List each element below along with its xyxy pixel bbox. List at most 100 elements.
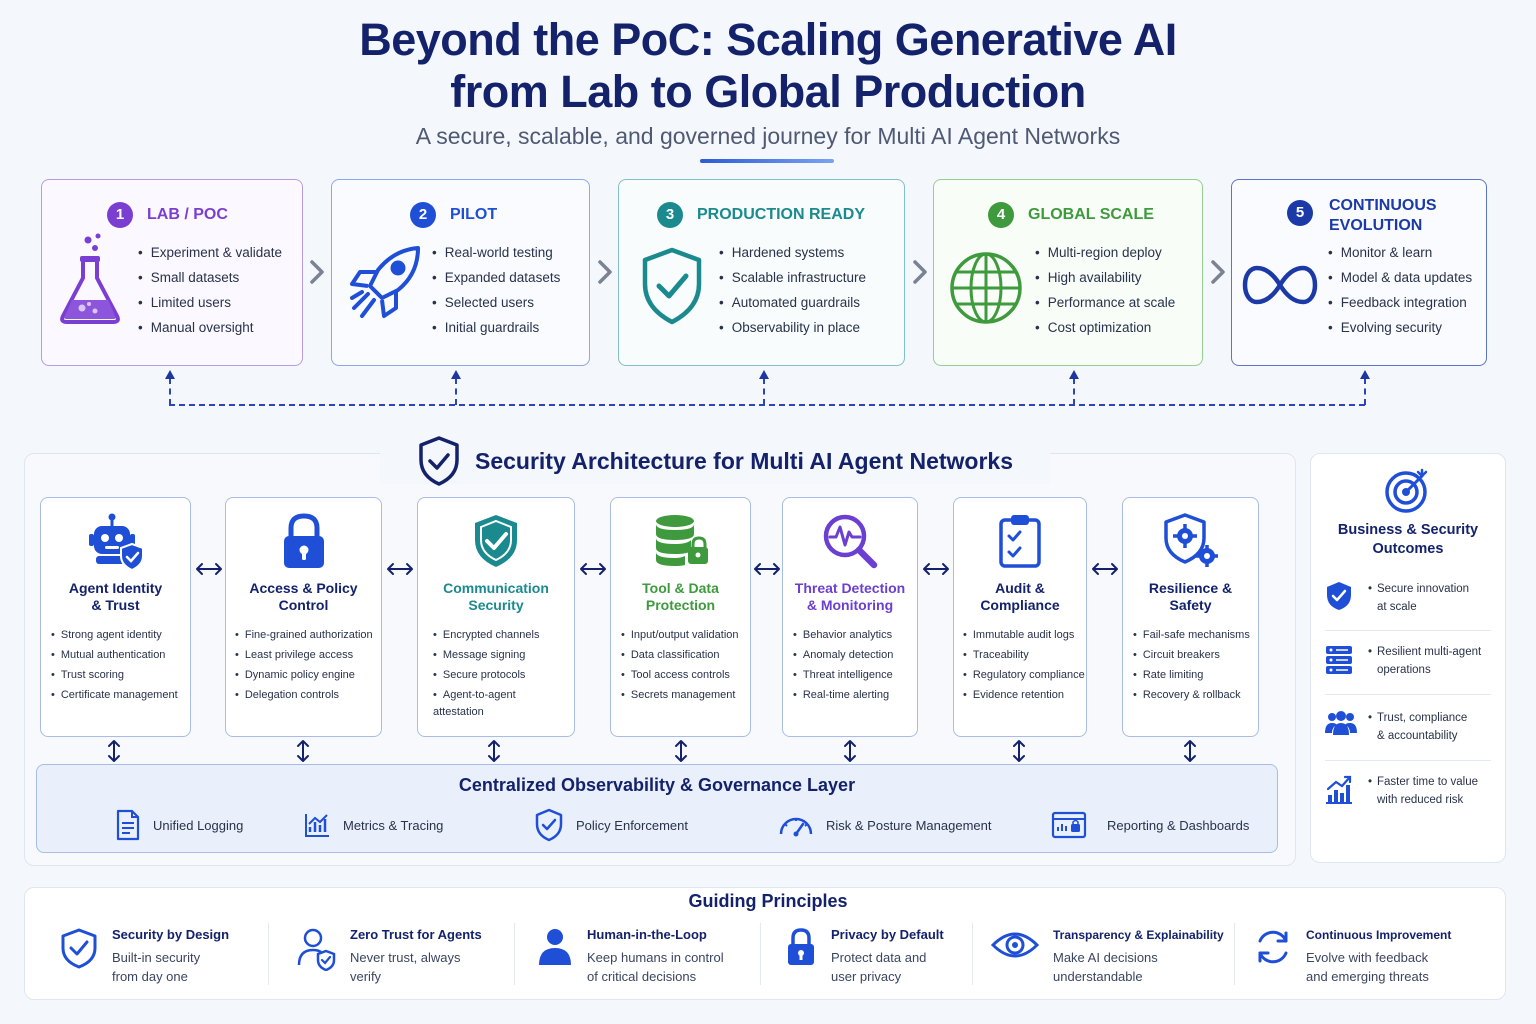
page-title-line2: from Lab to Global Production [450,66,1086,117]
security-architecture-header: Security Architecture for Multi AI Agent… [380,436,1050,486]
vertical-double-arrow-icon [1184,740,1196,762]
principle-description: Protect data and user privacy [831,948,944,986]
principle-privacy-by-default: Privacy by Default Protect data and user… [785,927,944,986]
pillar-audit-compliance: Audit & Compliance Immutable audit logs … [953,497,1087,737]
stage-item: Model & data updates [1328,265,1472,290]
padlock-icon [283,513,324,568]
double-arrow-icon [387,563,413,575]
outcomes-title-line2: Outcomes [1372,541,1444,557]
stage-items: Monitor & learn Model & data updates Fee… [1328,240,1472,340]
chevron-right-icon [598,260,612,284]
dashed-connector [1364,378,1366,405]
stage-item: Multi-region deploy [1035,240,1175,265]
pillar-items: Immutable audit logs Traceability Regula… [963,625,1085,705]
stage-global-scale: 4 GLOBAL SCALE Multi-region deploy High … [933,179,1203,366]
divider [760,923,761,985]
stage-title: GLOBAL SCALE [1028,206,1154,223]
principles-panel [24,887,1506,1000]
pillar-resilience-safety: Resilience & Safety Fail-safe mechanisms… [1122,497,1259,737]
outcome-text: Resilient multi-agent operations [1368,643,1481,679]
principle-description: Built-in security from day one [112,948,229,986]
outcome-line1: Secure innovation [1377,583,1470,595]
pillar-item: Circuit breakers [1133,645,1254,665]
person-icon [539,929,571,965]
principle-title: Human-in-the-Loop [587,927,707,942]
pillar-title-line1: Audit & [995,580,1045,596]
outcomes-title: Business & Security Outcomes [1310,521,1506,559]
stage-title: CONTINUOUS EVOLUTION [1329,196,1437,236]
pillar-item: Message signing [433,645,564,665]
gauge-icon [779,817,813,837]
refresh-icon [1258,930,1288,964]
stage-item: Performance at scale [1035,290,1176,315]
governance-item-label: Unified Logging [153,817,244,833]
pillar-title: Audit & Compliance [958,580,1082,614]
pillar-item: Threat intelligence [793,665,913,685]
principle-title: Continuous Improvement [1306,928,1452,942]
page-title: Beyond the PoC: Scaling Generative AI fr… [0,14,1536,118]
principle-description: Evolve with feedback and emerging threat… [1306,948,1451,986]
pillar-item: Behavior analytics [793,625,913,645]
pillar-item: Recovery & rollback [1133,685,1254,705]
pillar-title-line1: Access & Policy [249,580,358,596]
dashed-connector [455,378,457,405]
governance-item-label: Policy Enforcement [576,817,688,833]
principle-title: Zero Trust for Agents [350,927,482,942]
stage-item: High availability [1035,265,1175,290]
stage-pilot: 2 PILOT Real-world testing Expanded data… [331,179,590,366]
chevron-right-icon [310,260,324,284]
magnifier-pulse-icon [823,514,878,569]
pillar-item: Encrypted channels [433,625,564,645]
stage-number: 2 [410,202,436,228]
clipboard-check-icon [999,515,1041,568]
arrow-up-icon [759,370,769,379]
outcome-item: Resilient multi-agent operations [1324,643,1500,679]
principle-zero-trust: Zero Trust for Agents Never trust, alway… [296,927,482,986]
governance-item-risk-posture: Risk & Posture Management [778,805,991,845]
divider [1234,923,1235,985]
pillar-item: Real-time alerting [793,685,913,705]
pillar-item: Immutable audit logs [963,625,1082,645]
pillar-items: Strong agent identity Mutual authenticat… [51,625,186,705]
stage-continuous-evolution: 5 CONTINUOUS EVOLUTION Monitor & learn M… [1231,179,1487,366]
stage-title: PILOT [450,206,498,223]
pillar-item: Input/output validation [621,625,746,645]
outcome-text: Faster time to value with reduced risk [1368,773,1478,809]
double-arrow-icon [580,563,606,575]
pillar-title: Access & Policy Control [230,580,377,614]
principle-description: Make AI decisions understandable [1053,948,1224,986]
pillar-item: Fine-grained authorization [235,625,377,645]
pillar-item: Certificate management [51,685,186,705]
pillar-title-line1: Threat Detection [794,580,906,596]
pillar-title-line1: Agent Identity [68,580,163,596]
divider [1325,630,1491,631]
shield-check-icon [475,515,517,567]
stage-title-line1: CONTINUOUS [1329,197,1437,214]
principle-transparency: Transparency & Explainability Make AI de… [991,927,1224,986]
growth-chart-icon [1326,775,1352,804]
database-lock-icon [655,515,708,566]
stage-item: Feedback integration [1328,290,1472,315]
pillar-agent-identity: Agent Identity & Trust Strong agent iden… [40,497,191,737]
globe-icon [950,252,1022,324]
outcome-line1: Faster time to value [1377,776,1478,788]
governance-item-policy-enforcement: Policy Enforcement [534,805,688,845]
pillar-access-policy: Access & Policy Control Fine-grained aut… [225,497,382,737]
pillar-tool-data-protection: Tool & Data Protection Input/output vali… [610,497,751,737]
dashed-connector [169,404,1365,406]
principle-continuous-improvement: Continuous Improvement Evolve with feedb… [1254,927,1451,986]
governance-item-label: Metrics & Tracing [343,817,444,833]
page-subtitle: A secure, scalable, and governed journey… [415,123,1121,149]
principle-title: Privacy by Default [831,927,944,942]
pillar-item: Fail-safe mechanisms [1133,625,1254,645]
pillar-title: Agent Identity & Trust [45,580,186,614]
principle-line2: verify [350,969,382,984]
outcome-text: Secure innovation at scale [1368,580,1469,616]
stage-item: Scalable infrastructure [719,265,866,290]
pillar-item: Data classification [621,645,746,665]
document-icon [116,809,140,841]
vertical-double-arrow-icon [108,740,120,762]
chevron-right-icon [913,260,927,284]
shield-check-icon [419,436,459,486]
stage-item: Selected users [432,290,560,315]
